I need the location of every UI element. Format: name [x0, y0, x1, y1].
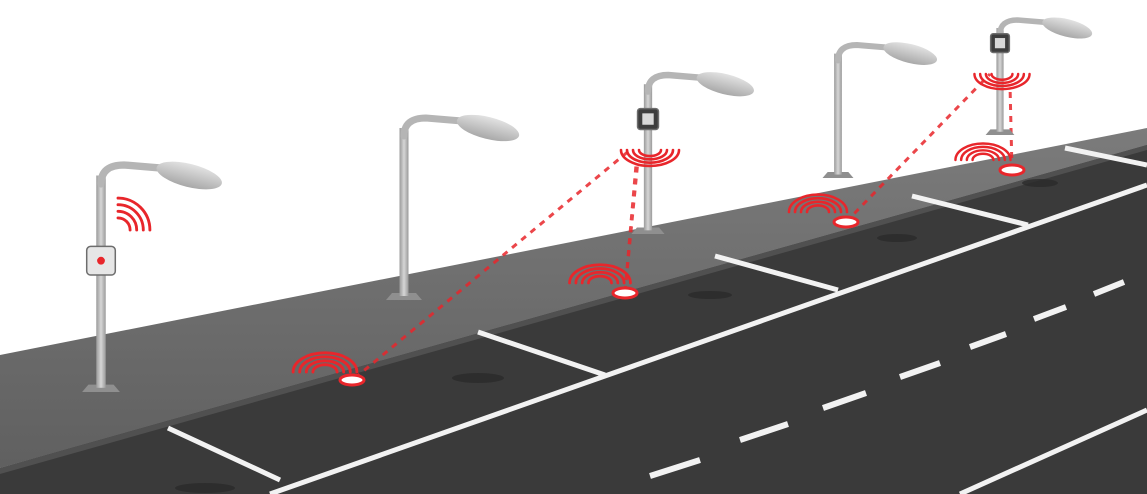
signal-waves-icon	[118, 198, 150, 230]
street-lamp	[823, 38, 940, 178]
lamp-head	[881, 38, 939, 70]
lamp-pole	[400, 128, 409, 296]
parking-sensor	[1000, 165, 1024, 175]
lamp-pole	[96, 176, 105, 388]
lamp-head	[154, 156, 225, 195]
parking-sensor	[613, 288, 637, 298]
gateway-device	[638, 109, 659, 130]
lamp-head	[1040, 13, 1094, 42]
gateway-device	[991, 34, 1010, 53]
lamp-head	[454, 110, 521, 147]
lamp-pole	[834, 54, 842, 175]
gateway-device	[87, 246, 116, 275]
parking-sensor	[340, 375, 364, 385]
parking-sensor	[834, 217, 858, 227]
lamp-head	[694, 67, 756, 101]
street-lamp	[986, 13, 1095, 135]
street-lamp	[631, 67, 756, 234]
